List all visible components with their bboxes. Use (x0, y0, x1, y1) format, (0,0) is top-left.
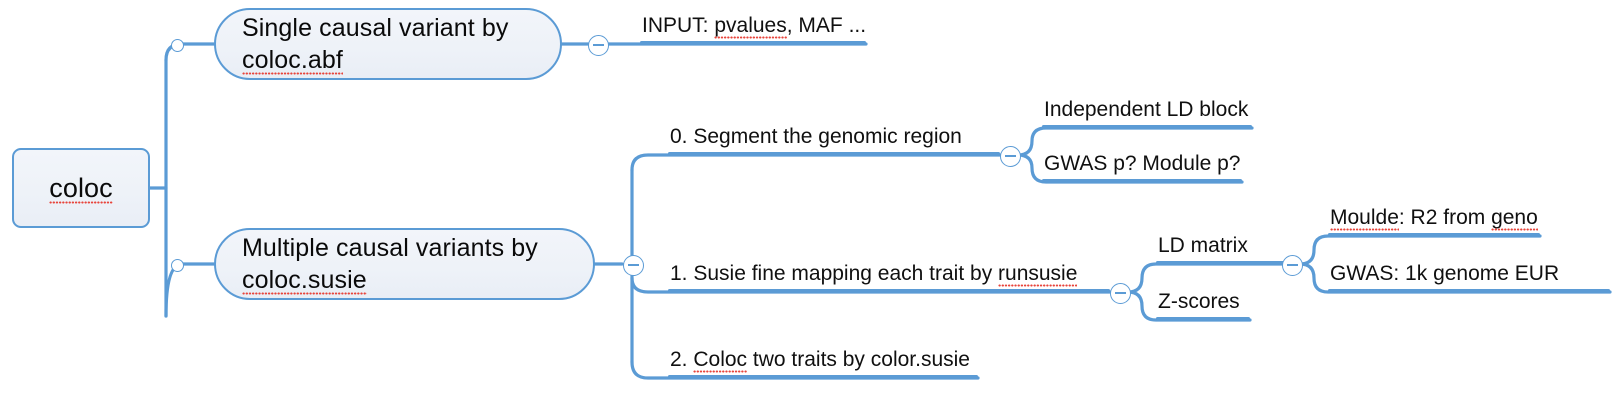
wire-step1-to-ldmatrix (1126, 262, 1290, 294)
leaf-step-1-misspelled: runsusie (998, 262, 1078, 285)
joint-root-to-abf[interactable] (170, 38, 184, 52)
leaf-input[interactable]: INPUT: pvalues, MAF ... (640, 14, 866, 45)
leaf-independent-ld-block-text: Independent LD block (1044, 98, 1249, 121)
leaf-ld-matrix-text: LD matrix (1158, 234, 1248, 257)
leaf-z-scores-rule (1156, 317, 1250, 321)
collapse-toggle-ld-matrix[interactable] (1281, 254, 1303, 276)
leaf-moulde-r2-text: Moulde: R2 from geno (1328, 206, 1540, 233)
collapse-toggle-coloc-abf[interactable] (587, 34, 609, 56)
joint-root-to-susie[interactable] (170, 258, 184, 272)
leaf-input-suffix: , MAF ... (786, 14, 867, 37)
root-node-text: coloc (49, 172, 113, 203)
leaf-moulde-r2-middle: : R2 from (1398, 206, 1492, 229)
wire-root-to-susie (164, 262, 216, 318)
leaf-step-1-text: 1. Susie fine mapping each trait by runs… (668, 262, 1110, 289)
node-multiple-causal-variants[interactable]: Multiple causal variants by coloc.susie (214, 228, 595, 300)
leaf-gwas-1k-genome-eur[interactable]: GWAS: 1k genome EUR (1328, 262, 1610, 293)
node-susie-line2: coloc.susie (242, 266, 367, 294)
node-single-causal-variant-label: Single causal variant by coloc.abf (242, 12, 508, 76)
collapse-toggle-step-0[interactable] (999, 145, 1021, 167)
leaf-moulde-r2-rule (1328, 233, 1540, 237)
leaf-moulde-r2[interactable]: Moulde: R2 from geno (1328, 206, 1540, 237)
leaf-ld-matrix[interactable]: LD matrix (1156, 234, 1288, 265)
leaf-moulde-r2-misspelled2: geno (1491, 206, 1538, 229)
leaf-step-2-suffix: two traits by color.susie (747, 348, 970, 371)
leaf-step-2-rule (668, 375, 978, 379)
leaf-independent-ld-block-rule (1042, 125, 1252, 129)
collapse-toggle-step-1[interactable] (1109, 282, 1131, 304)
leaf-step-0-rule (668, 152, 1000, 156)
leaf-step-0[interactable]: 0. Segment the genomic region (668, 125, 1000, 156)
leaf-input-rule (640, 41, 866, 45)
node-susie-line1: Multiple causal variants by (242, 234, 538, 262)
leaf-gwas-module-p-rule (1042, 179, 1242, 183)
root-node-label: coloc (49, 171, 113, 206)
node-single-causal-variant[interactable]: Single causal variant by coloc.abf (214, 8, 562, 80)
collapse-toggle-coloc-susie[interactable] (622, 254, 644, 276)
leaf-step-2-prefix: 2. (670, 348, 694, 371)
leaf-step-1[interactable]: 1. Susie fine mapping each trait by runs… (668, 262, 1110, 293)
leaf-step-2[interactable]: 2. Coloc two traits by color.susie (668, 348, 978, 379)
leaf-z-scores[interactable]: Z-scores (1156, 290, 1250, 321)
leaf-gwas-1k-genome-eur-text: GWAS: 1k genome EUR (1330, 262, 1560, 285)
root-node-coloc[interactable]: coloc (12, 148, 150, 228)
leaf-input-text: INPUT: pvalues, MAF ... (640, 14, 866, 41)
leaf-gwas-module-p-text: GWAS p? Module p? (1044, 152, 1241, 175)
leaf-step-2-text: 2. Coloc two traits by color.susie (668, 348, 978, 375)
wire-ldmatrix-to-moulde (1298, 234, 1542, 266)
leaf-independent-ld-block[interactable]: Independent LD block (1042, 98, 1252, 129)
leaf-moulde-r2-misspelled: Moulde (1330, 206, 1399, 229)
leaf-step-2-misspelled: Coloc (693, 348, 748, 371)
leaf-ld-matrix-rule (1156, 261, 1288, 265)
leaf-input-prefix: INPUT: (642, 14, 715, 37)
leaf-z-scores-text: Z-scores (1158, 290, 1240, 313)
leaf-gwas-1k-genome-eur-rule (1328, 289, 1610, 293)
node-abf-line2: coloc.abf (242, 46, 343, 74)
wire-susie-to-step0 (630, 153, 1002, 172)
leaf-step-0-text: 0. Segment the genomic region (670, 125, 962, 148)
leaf-step-1-prefix: 1. Susie fine mapping each trait by (670, 262, 999, 285)
node-abf-line1: Single causal variant by (242, 14, 509, 42)
leaf-gwas-module-p[interactable]: GWAS p? Module p? (1042, 152, 1242, 183)
wire-step0-to-ldblock (1016, 126, 1254, 157)
leaf-input-misspelled: pvalues (714, 14, 787, 37)
leaf-step-1-rule (668, 289, 1110, 293)
node-multiple-causal-variants-label: Multiple causal variants by coloc.susie (242, 232, 538, 296)
